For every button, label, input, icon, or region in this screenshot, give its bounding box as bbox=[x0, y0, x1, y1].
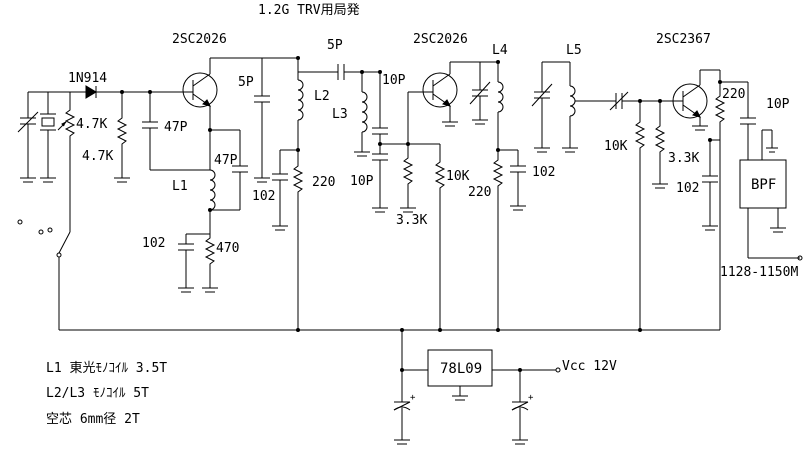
note-line: L1 東光ﾓﾉｺｲﾙ 3.5T bbox=[46, 360, 167, 376]
bandpass-filter-label: BPF bbox=[751, 177, 776, 193]
inductor-l4 bbox=[497, 62, 504, 150]
diagram-title: 1.2G TRV用局発 bbox=[258, 3, 360, 18]
capacitor-47p-b-label: 47P bbox=[214, 153, 238, 168]
capacitor-10p-b bbox=[372, 153, 388, 213]
resistor-4k7-b-label: 4.7K bbox=[82, 149, 113, 164]
inductor-l1 bbox=[209, 169, 216, 211]
inductor-l3-label: L3 bbox=[332, 107, 348, 122]
diode-1n914 bbox=[78, 85, 150, 99]
capacitor-5p-b-label: 5P bbox=[327, 38, 343, 53]
inductor-l5-label: L5 bbox=[566, 43, 582, 58]
inductor-l4-label: L4 bbox=[492, 43, 508, 58]
channel-switch[interactable] bbox=[17, 219, 71, 330]
transistor-q2 bbox=[422, 62, 458, 127]
resistor-220-c-label: 220 bbox=[722, 87, 745, 102]
capacitor-102-a-label: 102 bbox=[142, 236, 165, 251]
voltage-regulator: 78L09 bbox=[427, 349, 493, 401]
transistor-q3 bbox=[672, 70, 708, 131]
capacitor-47p-b bbox=[232, 130, 248, 210]
output-frequency-label: 1128-1150M bbox=[720, 265, 798, 280]
q1-label: 2SC2026 bbox=[172, 32, 227, 47]
capacitor-47p-a bbox=[142, 92, 210, 171]
capacitor-47p-a-label: 47P bbox=[164, 120, 188, 135]
resistor-3k3-a-label: 3.3K bbox=[396, 213, 427, 228]
note-line: 空芯 6mm径 2T bbox=[46, 412, 140, 427]
svg-text:+: + bbox=[410, 393, 416, 403]
capacitor-10p-c-label: 10P bbox=[766, 97, 790, 112]
capacitor-102-d-label: 102 bbox=[676, 181, 699, 196]
capacitor-10p-a-label: 10P bbox=[382, 73, 406, 88]
capacitor-5p-a bbox=[254, 58, 270, 183]
rf-output-terminal[interactable] bbox=[797, 255, 803, 261]
inductor-l5 bbox=[562, 62, 578, 153]
resistor-10k-b-label: 10K bbox=[604, 139, 628, 154]
trimmer-resistor-4k7 bbox=[57, 92, 76, 220]
resistor-3k3-a bbox=[400, 144, 416, 213]
resistor-4k7-a-label: 4.7K bbox=[76, 117, 107, 132]
capacitor-102-c bbox=[510, 150, 526, 211]
electrolytic-capacitor-a: + bbox=[393, 370, 416, 445]
diode-label: 1N914 bbox=[68, 71, 107, 86]
resistor-220-b bbox=[492, 150, 504, 330]
capacitor-102-a bbox=[178, 234, 194, 293]
q2-label: 2SC2026 bbox=[413, 32, 468, 47]
resistor-470-label: 470 bbox=[216, 241, 239, 256]
resistor-10k-a-label: 10K bbox=[446, 169, 470, 184]
resistor-10k-b bbox=[634, 101, 646, 330]
electrolytic-capacitor-b: + bbox=[511, 370, 534, 445]
supply-voltage-label: Vcc 12V bbox=[562, 359, 617, 374]
resistor-4k7-b bbox=[114, 92, 130, 183]
resistor-10k-a bbox=[434, 144, 446, 330]
resistor-220-a-label: 220 bbox=[312, 175, 335, 190]
capacitor-102-d bbox=[702, 175, 718, 231]
inductor-l2-label: L2 bbox=[314, 89, 330, 104]
capacitor-5p-b bbox=[337, 64, 345, 80]
resistor-3k3-b bbox=[652, 101, 668, 189]
resistor-220-c bbox=[714, 90, 726, 140]
capacitor-102-b bbox=[272, 150, 288, 231]
trimmer-capacitor-l4 bbox=[469, 81, 491, 125]
svg-text:+: + bbox=[528, 393, 534, 403]
resistor-220-a bbox=[292, 150, 304, 330]
coil-notes: L1 東光ﾓﾉｺｲﾙ 3.5T L2/L3 ﾓﾉｺｲﾙ 5T 空芯 6mm径 2… bbox=[46, 360, 167, 427]
trimmer-capacitor-c1 bbox=[17, 92, 39, 183]
inductor-l3 bbox=[354, 72, 370, 157]
q3-label: 2SC2367 bbox=[656, 32, 711, 47]
resistor-220-b-label: 220 bbox=[468, 185, 491, 200]
inductor-l2 bbox=[297, 79, 304, 121]
bandpass-filter: BPF bbox=[739, 159, 787, 209]
note-line: L2/L3 ﾓﾉｺｲﾙ 5T bbox=[46, 386, 149, 401]
voltage-regulator-label: 78L09 bbox=[440, 361, 482, 377]
capacitor-102-c-label: 102 bbox=[532, 165, 555, 180]
capacitor-102-b-label: 102 bbox=[252, 189, 275, 204]
capacitor-10p-c bbox=[740, 117, 756, 160]
resistor-3k3-b-label: 3.3K bbox=[668, 151, 699, 166]
transistor-q1 bbox=[182, 66, 218, 112]
capacitor-5p-a-label: 5P bbox=[238, 75, 254, 90]
inductor-l1-label: L1 bbox=[172, 179, 188, 194]
crystal bbox=[40, 92, 56, 183]
trimmer-capacitor-l5 bbox=[531, 62, 553, 153]
vcc-terminal[interactable] bbox=[555, 367, 561, 373]
capacitor-10p-b-label: 10P bbox=[350, 174, 374, 189]
resistor-470 bbox=[202, 234, 218, 293]
